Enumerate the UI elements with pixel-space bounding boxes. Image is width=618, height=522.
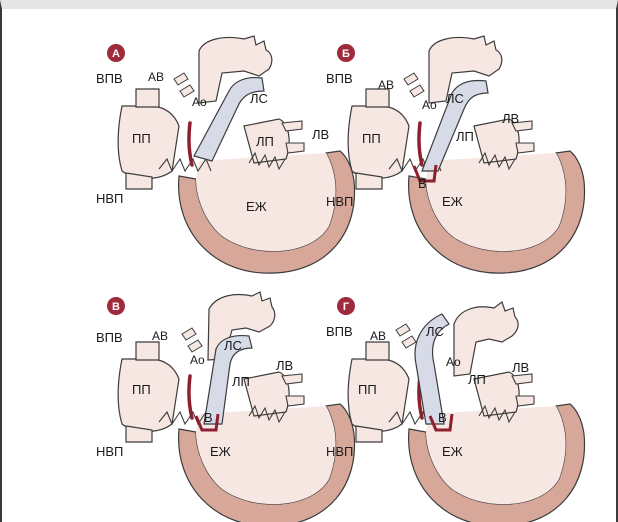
label-la: ЛП [456,129,474,144]
panel-badge: Б [342,48,350,60]
label-pv: ЛВ [312,127,329,142]
label-ivc: НВП [326,444,353,459]
label-ra: ПП [362,131,381,146]
label-lv: ЕЖ [442,444,463,459]
label-v: В [204,410,213,425]
label-ao: Ао [422,98,437,112]
label-pa: ЛС [250,91,268,106]
label-ivc: НВП [96,191,123,206]
label-pa: ЛС [446,91,464,106]
label-pv: ЛВ [502,111,519,126]
panel-d: Г ВПВ АВ ПП НВП Ао ЛС ЛП ЛВ ЕЖ В [326,297,585,522]
label-svc: ВПВ [326,324,353,339]
panel-b: Б ВПВ АВ ПП НВП Ао ЛС ЛП ЛВ ЕЖ В [326,36,585,273]
label-lv: ЕЖ [246,199,267,214]
label-svc: ВПВ [96,71,123,86]
label-ivc: НВП [96,444,123,459]
label-ivc: НВП [326,194,353,209]
label-ra: ПП [358,382,377,397]
label-pa: ЛС [224,338,242,353]
label-la: ЛП [232,374,250,389]
label-ao: Ао [446,355,461,369]
label-pa: ЛС [426,324,444,339]
heart-diagram: А ВПВ АВ ПП НВП Ао ЛС ЛП ЛВ ЕЖ Б ВПВ АВ … [2,9,616,522]
label-la: ЛП [468,372,486,387]
label-svc: ВПВ [96,330,123,345]
label-lv: ЕЖ [210,444,231,459]
label-svc: ВПВ [326,71,353,86]
label-av: АВ [378,78,394,92]
panel-a: А ВПВ АВ ПП НВП Ао ЛС ЛП ЛВ ЕЖ [96,36,355,273]
panel-badge: А [112,48,120,60]
panel-c: В ВПВ АВ ПП НВП Ао ЛС ЛП ЛВ ЕЖ В [96,292,355,522]
label-av: АВ [152,329,168,343]
label-pv: ЛВ [276,358,293,373]
label-lv: ЕЖ [442,194,463,209]
label-v: В [418,176,427,191]
panel-badge: В [112,301,120,313]
label-ao: Ао [190,353,205,367]
label-pv: ЛВ [512,360,529,375]
label-ra: ПП [132,382,151,397]
label-la: ЛП [256,134,274,149]
label-v: В [438,410,447,425]
label-av: АВ [370,329,386,343]
label-ra: ПП [132,131,151,146]
label-av: АВ [148,70,164,84]
panel-badge: Г [343,301,350,313]
label-ao: Ао [192,95,207,109]
